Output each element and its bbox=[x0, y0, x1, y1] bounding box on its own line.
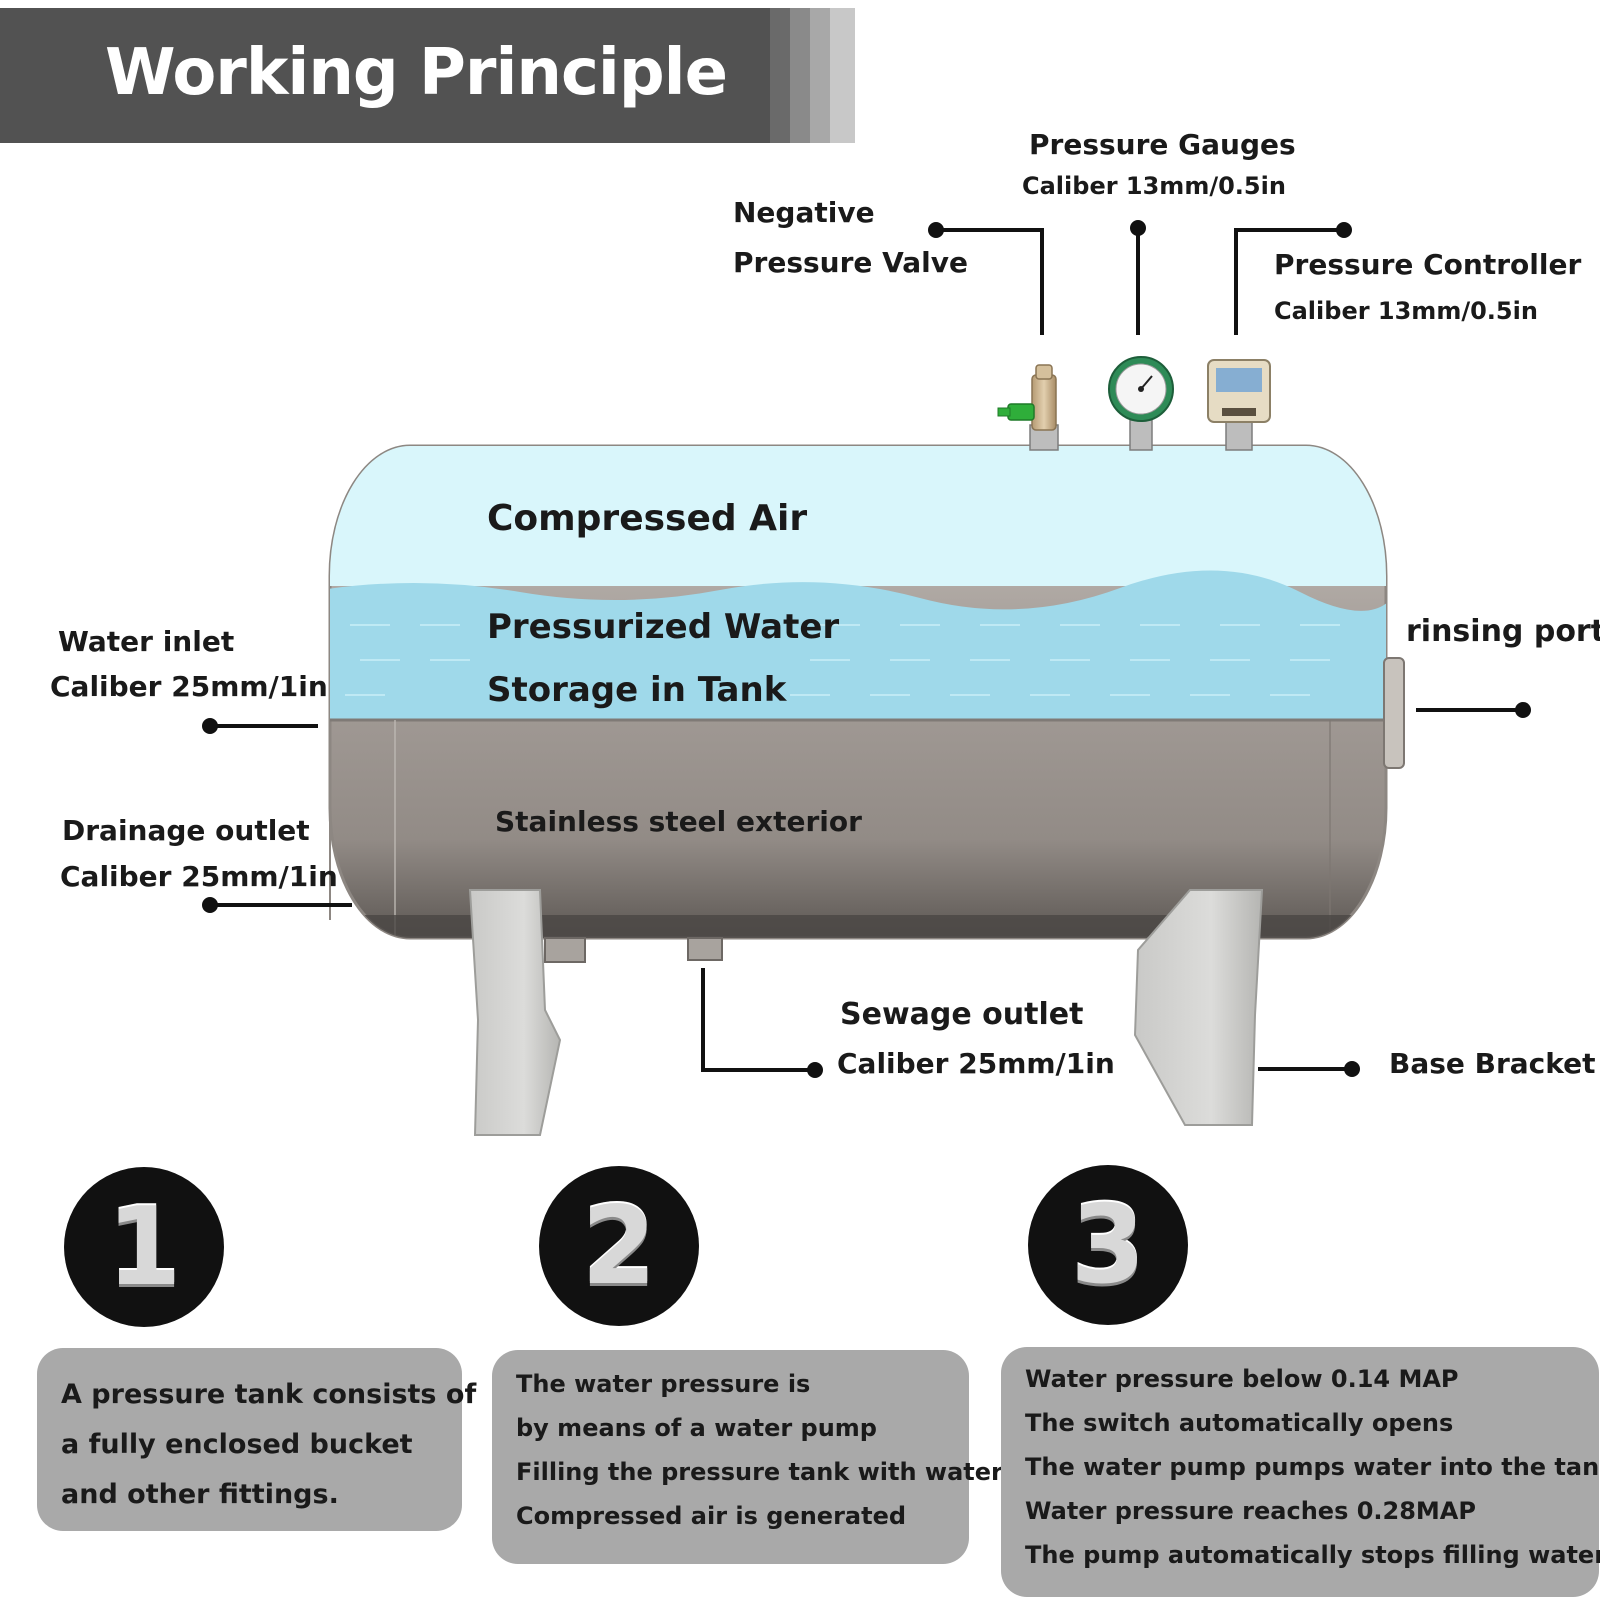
step-3-line: Water pressure below 0.14 MAP bbox=[1025, 1365, 1459, 1393]
leader-pressure-controller bbox=[1234, 228, 1344, 335]
drainage-outlet-caliber: Caliber 25mm/1in bbox=[60, 860, 338, 893]
step-1-line: A pressure tank consists of bbox=[61, 1379, 477, 1410]
leader-lines bbox=[210, 228, 1523, 1072]
water-inlet-caliber: Caliber 25mm/1in bbox=[50, 670, 328, 703]
bottom-fittings bbox=[544, 937, 1189, 963]
stainless-exterior-label: Stainless steel exterior bbox=[495, 805, 862, 838]
step-2-line: Filling the pressure tank with water bbox=[516, 1458, 1003, 1486]
water-zone bbox=[330, 570, 1386, 720]
compressed-air-zone bbox=[330, 446, 1386, 586]
step-3-line: The water pump pumps water into the tank… bbox=[1025, 1453, 1600, 1481]
leader-dots bbox=[202, 220, 1531, 1078]
base-bracket-label: Base Bracket bbox=[1389, 1047, 1596, 1080]
water-inlet-label: Water inlet bbox=[58, 625, 235, 658]
step-2-line: The water pressure is bbox=[516, 1370, 811, 1398]
negative-pressure-valve bbox=[997, 364, 1059, 451]
step-1-line: and other fittings. bbox=[61, 1479, 339, 1510]
leader-negative-valve bbox=[936, 228, 1044, 335]
compressed-air-label: Compressed Air bbox=[487, 498, 808, 539]
step-2-line: Compressed air is generated bbox=[516, 1502, 907, 1530]
pressure-gauge bbox=[1108, 356, 1174, 451]
step-1-line: a fully enclosed bucket bbox=[61, 1429, 413, 1460]
leader-sewage-outlet bbox=[701, 968, 815, 1072]
rinsing-port-flange bbox=[1383, 657, 1405, 769]
step-1-card: A pressure tank consists of a fully encl… bbox=[37, 1348, 477, 1531]
rinsing-port-label: rinsing port bbox=[1406, 614, 1600, 649]
base-bracket-left bbox=[468, 889, 562, 1136]
step-3-line: The switch automatically opens bbox=[1025, 1409, 1454, 1437]
step-2-badge: 2 bbox=[539, 1166, 699, 1326]
pressurized-water-label: Pressurized Water bbox=[487, 607, 840, 647]
page-title: Working Principle bbox=[105, 36, 728, 110]
step-3-badge: 3 bbox=[1028, 1165, 1188, 1325]
step-2-line: by means of a water pump bbox=[516, 1414, 877, 1442]
step-2-card: The water pressure is by means of a wate… bbox=[492, 1350, 1003, 1564]
step-3-card: Water pressure below 0.14 MAP The switch… bbox=[1001, 1347, 1600, 1597]
negative-valve-label-2: Pressure Valve bbox=[733, 246, 969, 279]
pressure-controller bbox=[1207, 359, 1271, 451]
pressure-controller-caliber: Caliber 13mm/0.5in bbox=[1274, 297, 1538, 325]
base-bracket-right bbox=[1133, 889, 1264, 1126]
sewage-outlet-caliber: Caliber 25mm/1in bbox=[837, 1047, 1115, 1080]
step-3-line: Water pressure reaches 0.28MAP bbox=[1025, 1497, 1476, 1525]
storage-in-tank-label: Storage in Tank bbox=[487, 670, 787, 710]
header-banner: Working Principle bbox=[0, 8, 855, 143]
negative-valve-label: Negative bbox=[733, 196, 875, 229]
step-1-badge: 1 bbox=[64, 1167, 224, 1327]
sewage-outlet-label: Sewage outlet bbox=[840, 997, 1084, 1032]
pressure-gauges-caliber: Caliber 13mm/0.5in bbox=[1022, 172, 1286, 200]
tank-body bbox=[328, 444, 1388, 940]
pressure-gauges-label: Pressure Gauges bbox=[1029, 128, 1296, 161]
drainage-outlet-label: Drainage outlet bbox=[62, 814, 310, 847]
step-3-line: The pump automatically stops filling wat… bbox=[1025, 1541, 1600, 1569]
pressure-controller-label: Pressure Controller bbox=[1274, 248, 1582, 281]
